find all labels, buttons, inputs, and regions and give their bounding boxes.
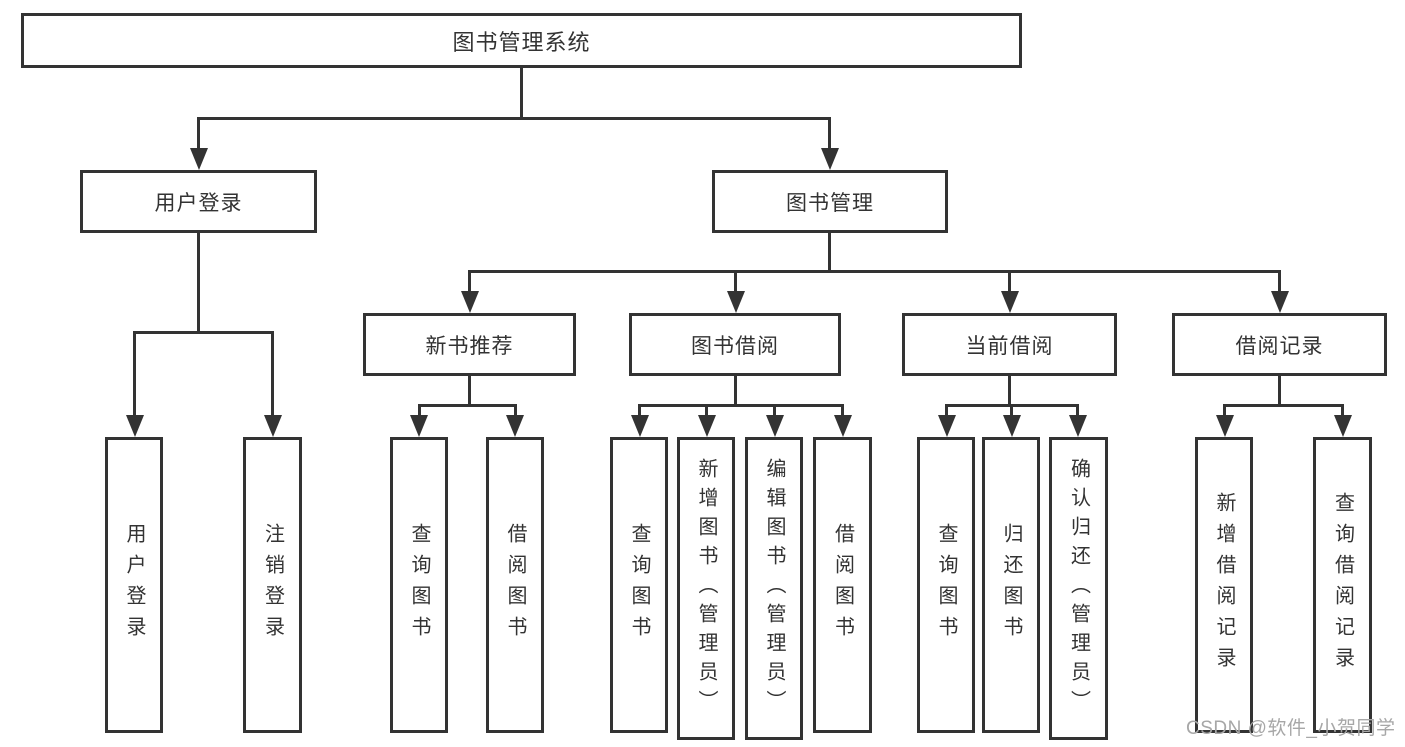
arrow-down-icon (1271, 291, 1289, 313)
node-leaf-bb-edit-book-admin: 编辑图书（管理员） (745, 437, 803, 740)
edge-cb-stem (1008, 376, 1011, 406)
arrow-down-icon (766, 415, 784, 437)
node-leaf-logout: 注销登录 (243, 437, 302, 733)
edge-bb-split (638, 404, 843, 407)
csdn-watermark: CSDN @软件_小贺同学 (1186, 718, 1396, 739)
node-library-system: 图书管理系统 (21, 13, 1022, 68)
node-leaf-nbr-query-book: 查询图书 (390, 437, 448, 733)
edge-to-ul-login (133, 331, 136, 419)
node-leaf-bb-query-book: 查询图书 (610, 437, 668, 733)
edge-user-login-stem (197, 233, 200, 333)
node-current-borrowing: 当前借阅 (902, 313, 1117, 376)
arrow-down-icon (1001, 291, 1019, 313)
arrow-down-icon (938, 415, 956, 437)
edge-to-br-add (1223, 404, 1226, 420)
edge-to-ul-logout (271, 331, 274, 419)
arrow-down-icon (1069, 415, 1087, 437)
edge-book-mgmt-stem (828, 233, 831, 272)
edge-to-nbr-borrow (514, 404, 517, 420)
arrow-down-icon (410, 415, 428, 437)
node-user-login: 用户登录 (80, 170, 317, 233)
edge-br-split (1223, 404, 1343, 407)
arrow-down-icon (506, 415, 524, 437)
edge-br-stem (1278, 376, 1281, 406)
arrow-down-icon (264, 415, 282, 437)
node-leaf-br-query-record: 查询借阅记录 (1313, 437, 1372, 733)
edge-to-bb-edit (773, 404, 776, 420)
edge-to-cb-return (1010, 404, 1013, 420)
arrow-down-icon (126, 415, 144, 437)
node-borrow-records: 借阅记录 (1172, 313, 1387, 376)
arrow-down-icon (461, 291, 479, 313)
node-leaf-cb-query-book: 查询图书 (917, 437, 975, 733)
arrow-down-icon (834, 415, 852, 437)
arrow-down-icon (631, 415, 649, 437)
edge-to-br-query (1341, 404, 1344, 420)
arrow-down-icon (1334, 415, 1352, 437)
node-book-management: 图书管理 (712, 170, 948, 233)
arrow-down-icon (190, 148, 208, 170)
node-book-borrowing: 图书借阅 (629, 313, 841, 376)
edge-nbr-split (418, 404, 516, 407)
arrow-down-icon (1216, 415, 1234, 437)
edge-nbr-stem (468, 376, 471, 406)
edge-to-borrow-record (1278, 270, 1281, 297)
edge-to-bb-borrow (841, 404, 844, 420)
edge-to-cb-confirm (1076, 404, 1079, 420)
edge-to-book-mgmt (828, 117, 831, 152)
arrow-down-icon (821, 148, 839, 170)
edge-root-stem (520, 68, 523, 119)
edge-root-split (197, 117, 831, 120)
node-leaf-br-add-record: 新增借阅记录 (1195, 437, 1253, 733)
edge-to-bb-query (638, 404, 641, 420)
arrow-down-icon (727, 291, 745, 313)
edge-book-mgmt-split (468, 270, 1281, 273)
edge-to-bb-add (705, 404, 708, 420)
edge-bb-stem (734, 376, 737, 406)
arrow-down-icon (1003, 415, 1021, 437)
edge-to-user-login (197, 117, 200, 152)
edge-to-cb-query (945, 404, 948, 420)
node-leaf-nbr-borrow-book: 借阅图书 (486, 437, 544, 733)
node-new-book-recommend: 新书推荐 (363, 313, 576, 376)
node-leaf-user-login: 用户登录 (105, 437, 163, 733)
node-leaf-bb-borrow-book: 借阅图书 (813, 437, 872, 733)
node-leaf-cb-confirm-return-admin: 确认归还（管理员） (1049, 437, 1108, 740)
edge-to-book-borrow (734, 270, 737, 297)
edge-user-login-split (133, 331, 274, 334)
arrow-down-icon (698, 415, 716, 437)
edge-to-nbr-query (418, 404, 421, 420)
edge-to-current-borrow (1008, 270, 1011, 297)
edge-to-new-book-rec (468, 270, 471, 297)
node-leaf-bb-add-book-admin: 新增图书（管理员） (677, 437, 735, 740)
node-leaf-cb-return-book: 归还图书 (982, 437, 1040, 733)
